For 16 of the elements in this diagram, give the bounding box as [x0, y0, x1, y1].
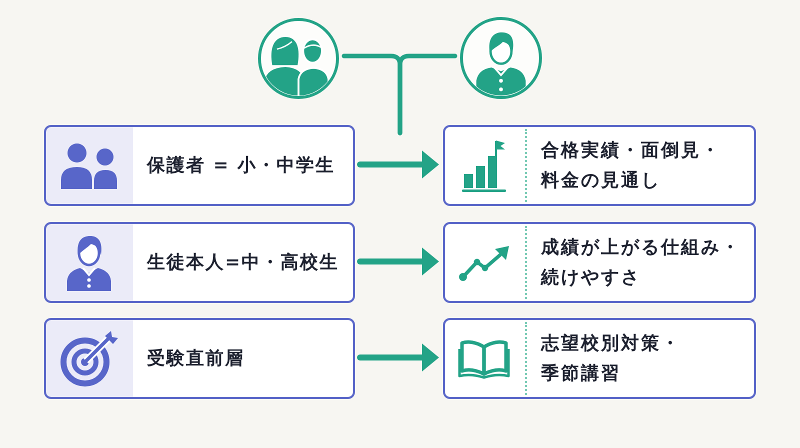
audience-label: 受験直前層 [147, 346, 244, 370]
audience-card [44, 318, 355, 399]
feature-text: 合格実績・面倒見・料金の見通し [541, 138, 722, 192]
connector-line [398, 54, 458, 136]
audience-label: 保護者 = 小・中学生 [147, 154, 336, 178]
arrow [357, 344, 439, 372]
audience-label: 生徒本人=中・高校生 [147, 250, 340, 274]
feature-text: 成績が上がる仕組み・続けやすさ [541, 236, 742, 290]
arrow [357, 248, 439, 276]
feature-card [443, 125, 756, 206]
feature-card [443, 318, 756, 399]
feature-text: 志望校別対策・季節講習 [541, 332, 682, 386]
audience-card [44, 125, 355, 206]
arrow [357, 150, 439, 178]
audience-card [44, 222, 355, 303]
feature-card [443, 222, 756, 303]
